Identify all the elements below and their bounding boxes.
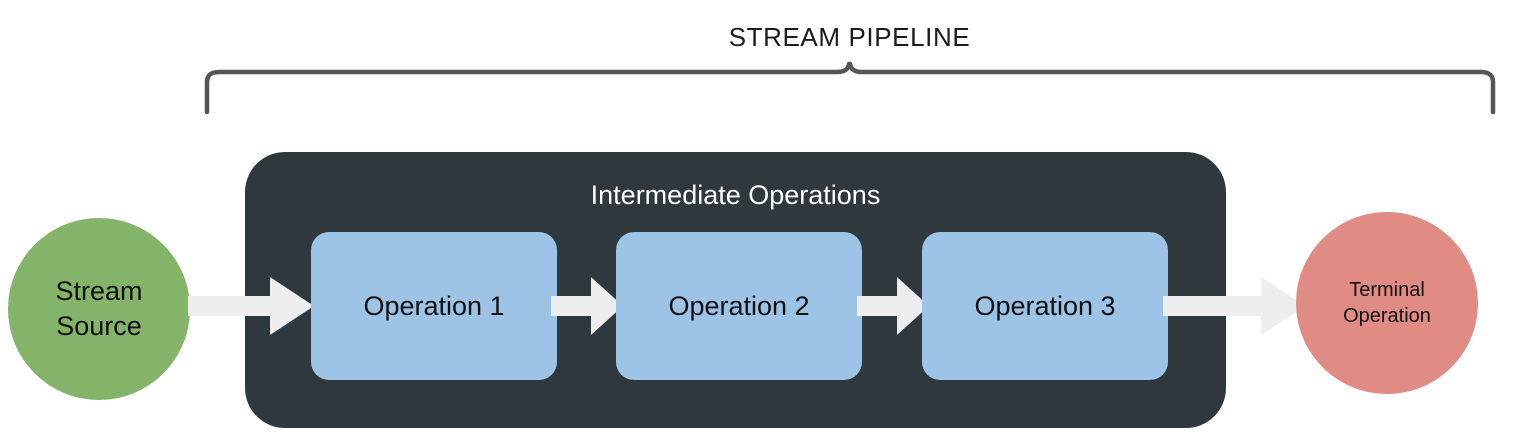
- arrow-op3-to-terminal-icon: [1163, 277, 1305, 335]
- arrow-op2-to-op3-icon: [857, 277, 929, 335]
- arrow-op1-to-op2-icon: [551, 277, 623, 335]
- stream-source-node[interactable]: Stream Source: [8, 218, 190, 400]
- operation-box-2[interactable]: Operation 2: [616, 232, 862, 380]
- intermediate-operations-label: Intermediate Operations: [590, 180, 881, 210]
- stream-pipeline-brace: [195, 60, 1505, 115]
- operation-box-1[interactable]: Operation 1: [311, 232, 557, 380]
- terminal-operation-node[interactable]: Terminal Operation: [1296, 212, 1478, 394]
- operation-box-3[interactable]: Operation 3: [922, 232, 1168, 380]
- terminal-operation-label-line1: Terminal: [1349, 279, 1425, 301]
- page-title: STREAM PIPELINE: [728, 22, 971, 52]
- stream-source-label-line1: Stream: [55, 275, 143, 306]
- arrow-source-to-op1-icon: [188, 277, 314, 335]
- terminal-operation-label-line2: Operation: [1343, 305, 1431, 327]
- stream-source-label-line2: Source: [56, 311, 142, 341]
